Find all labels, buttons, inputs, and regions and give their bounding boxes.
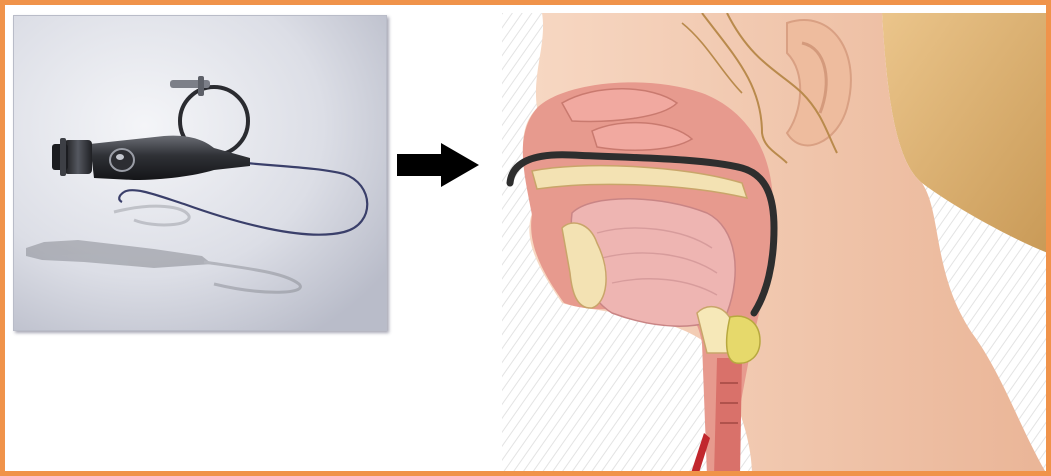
airway-anatomy-illustration — [502, 13, 1048, 476]
right-arrow-icon — [397, 143, 479, 187]
control-button — [110, 149, 134, 171]
endoscope-illustration — [14, 16, 386, 330]
eyepiece — [64, 140, 92, 174]
scope-tip — [727, 316, 760, 363]
airway-anatomy-panel — [502, 13, 1048, 476]
larynx — [714, 358, 742, 476]
endoscope-image-panel — [13, 15, 387, 331]
